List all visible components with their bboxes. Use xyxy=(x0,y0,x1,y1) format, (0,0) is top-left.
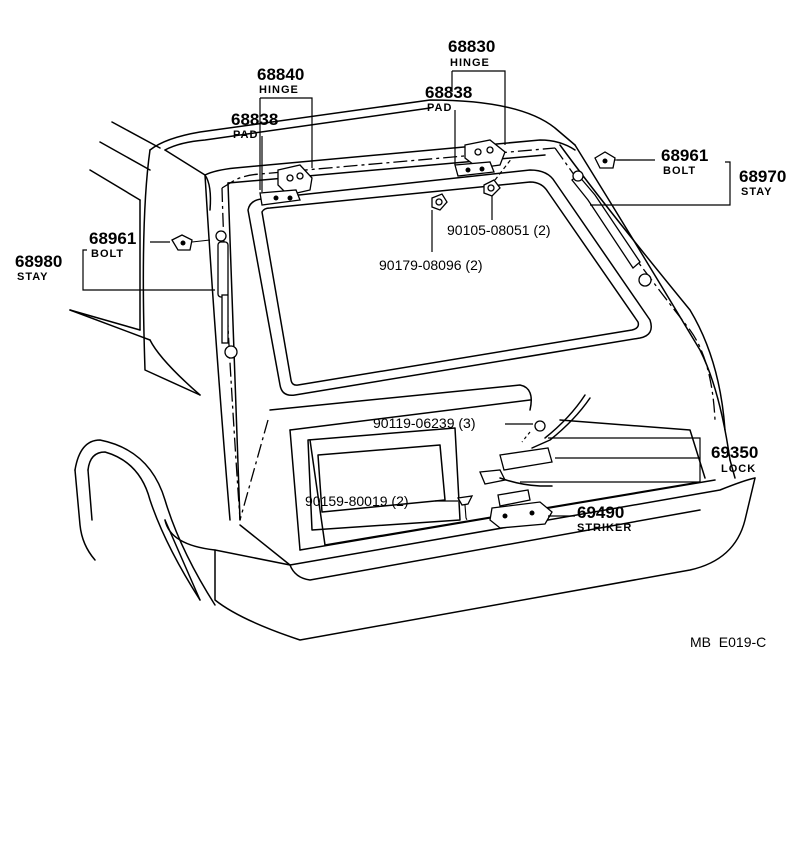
label-stay-left-name: STAY xyxy=(17,271,49,283)
stay-bolt-left xyxy=(171,234,211,251)
label-hinge-left-name: HINGE xyxy=(259,84,299,96)
hinge-right xyxy=(454,139,506,177)
rear-glass xyxy=(247,169,652,397)
label-bolt-code-2: 90119-06239 (3) xyxy=(373,415,475,431)
stay-right xyxy=(571,170,652,287)
label-pad-right-name: PAD xyxy=(427,102,452,114)
label-bolt-right-number: 68961 xyxy=(661,146,708,165)
diagram-code: MB E019-C xyxy=(690,634,766,650)
label-hinge-left-number: 68840 xyxy=(257,65,304,84)
label-pad-left-name: PAD xyxy=(233,129,258,141)
callout-labels: 68840 HINGE 68838 PAD 68830 HINGE 68838 … xyxy=(15,37,786,650)
label-stay-right-name: STAY xyxy=(741,186,773,198)
vehicle-body xyxy=(69,99,756,641)
hinge-left xyxy=(259,164,313,206)
label-bolt-code-1: 90105-08051 (2) xyxy=(447,222,551,238)
hatch-outline xyxy=(221,147,716,521)
leader-lines xyxy=(82,70,731,517)
stay-left xyxy=(215,230,238,359)
label-lock-number: 69350 xyxy=(711,443,758,462)
label-pad-right-number: 68838 xyxy=(425,83,472,102)
label-hinge-right-number: 68830 xyxy=(448,37,495,56)
label-nut-code: 90179-08096 (2) xyxy=(379,257,483,273)
label-hinge-right-name: HINGE xyxy=(450,57,490,69)
screw xyxy=(456,495,474,523)
label-bolt-left-name: BOLT xyxy=(91,248,124,260)
label-bolt-right-name: BOLT xyxy=(663,165,696,177)
label-bolt-left-number: 68961 xyxy=(89,229,136,248)
label-stay-left-number: 68980 xyxy=(15,252,62,271)
label-lock-name: LOCK xyxy=(721,463,756,475)
label-stay-right-number: 68970 xyxy=(739,167,786,186)
striker xyxy=(489,501,553,529)
label-striker-number: 69490 xyxy=(577,503,624,522)
lock-assembly xyxy=(479,394,591,507)
label-screw-code: 90159-80019 (2) xyxy=(305,493,409,509)
label-striker-name: STRIKER xyxy=(577,522,632,534)
hinge-bolt-and-nut xyxy=(431,157,513,211)
label-pad-left-number: 68838 xyxy=(231,110,278,129)
